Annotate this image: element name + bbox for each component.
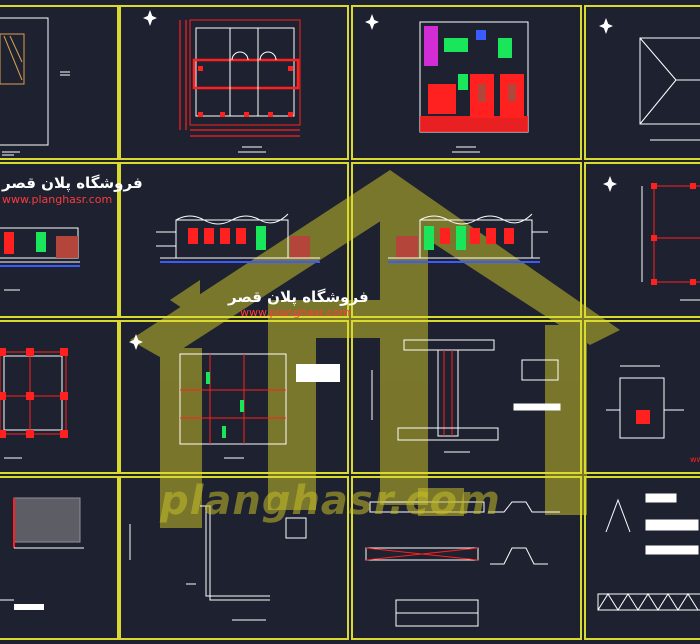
panel-structural-plan bbox=[129, 334, 340, 459]
watermark-bar bbox=[418, 488, 464, 516]
frame-grid bbox=[0, 5, 700, 640]
panel-column-grid bbox=[603, 176, 700, 301]
watermark-logo bbox=[130, 170, 620, 528]
panel-front-elevation bbox=[156, 213, 320, 263]
panel-foundation-plan bbox=[0, 348, 68, 459]
store-name-caption-1: فروشگاه پلان قصر bbox=[2, 174, 143, 192]
panel-rear-elevation bbox=[388, 213, 548, 263]
store-url-1: www.planghasr.com bbox=[2, 193, 113, 206]
panel-furnished-plan bbox=[365, 14, 529, 153]
panel-stair-detail bbox=[129, 505, 307, 621]
store-name-caption-2: فروشگاه پلان قصر bbox=[228, 288, 369, 306]
panel-roof-truss bbox=[597, 493, 700, 611]
store-url-2: www.planghasr.com bbox=[240, 306, 351, 319]
svg-text:www: www bbox=[690, 455, 700, 464]
north-arrow bbox=[143, 10, 157, 26]
watermark-text: planghasr.com bbox=[160, 478, 501, 524]
panel-floor-plan-dimensioned bbox=[143, 10, 301, 153]
panel-column-section bbox=[371, 339, 561, 453]
panel-wall-footing-detail bbox=[0, 497, 84, 610]
panel-column-detail: www bbox=[606, 365, 700, 464]
panel-roof-plan bbox=[599, 18, 700, 141]
panel-site-plan bbox=[0, 17, 70, 156]
panel-section-detail bbox=[0, 227, 80, 291]
